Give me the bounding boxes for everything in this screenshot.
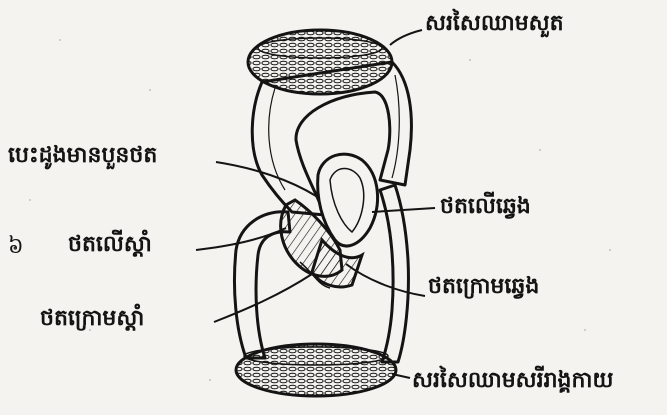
leader-lung-capillaries	[390, 30, 422, 45]
label-right-ventricle: ថតក្រោមស្ដាំ	[40, 308, 144, 330]
label-left-ventricle: ថតក្រោមឆ្វេង	[428, 276, 539, 298]
label-left-atrium: ថតលើឆ្វេង	[440, 196, 531, 218]
label-body-capillaries: សរសៃឈាមសរីរាង្គកាយ	[412, 370, 613, 392]
figure-mark: ៦	[8, 236, 24, 258]
leader-right-ventricle	[214, 274, 312, 322]
body-capillary-bed	[236, 344, 396, 396]
lung-capillary-bed	[248, 30, 392, 94]
label-right-atrium: ថតលើស្ដាំ	[68, 234, 152, 256]
label-lung-capillaries: សរសៃឈាមសួត	[425, 13, 564, 35]
label-heart-four-chambers: បេះដូងមានបួនថត	[8, 145, 157, 167]
